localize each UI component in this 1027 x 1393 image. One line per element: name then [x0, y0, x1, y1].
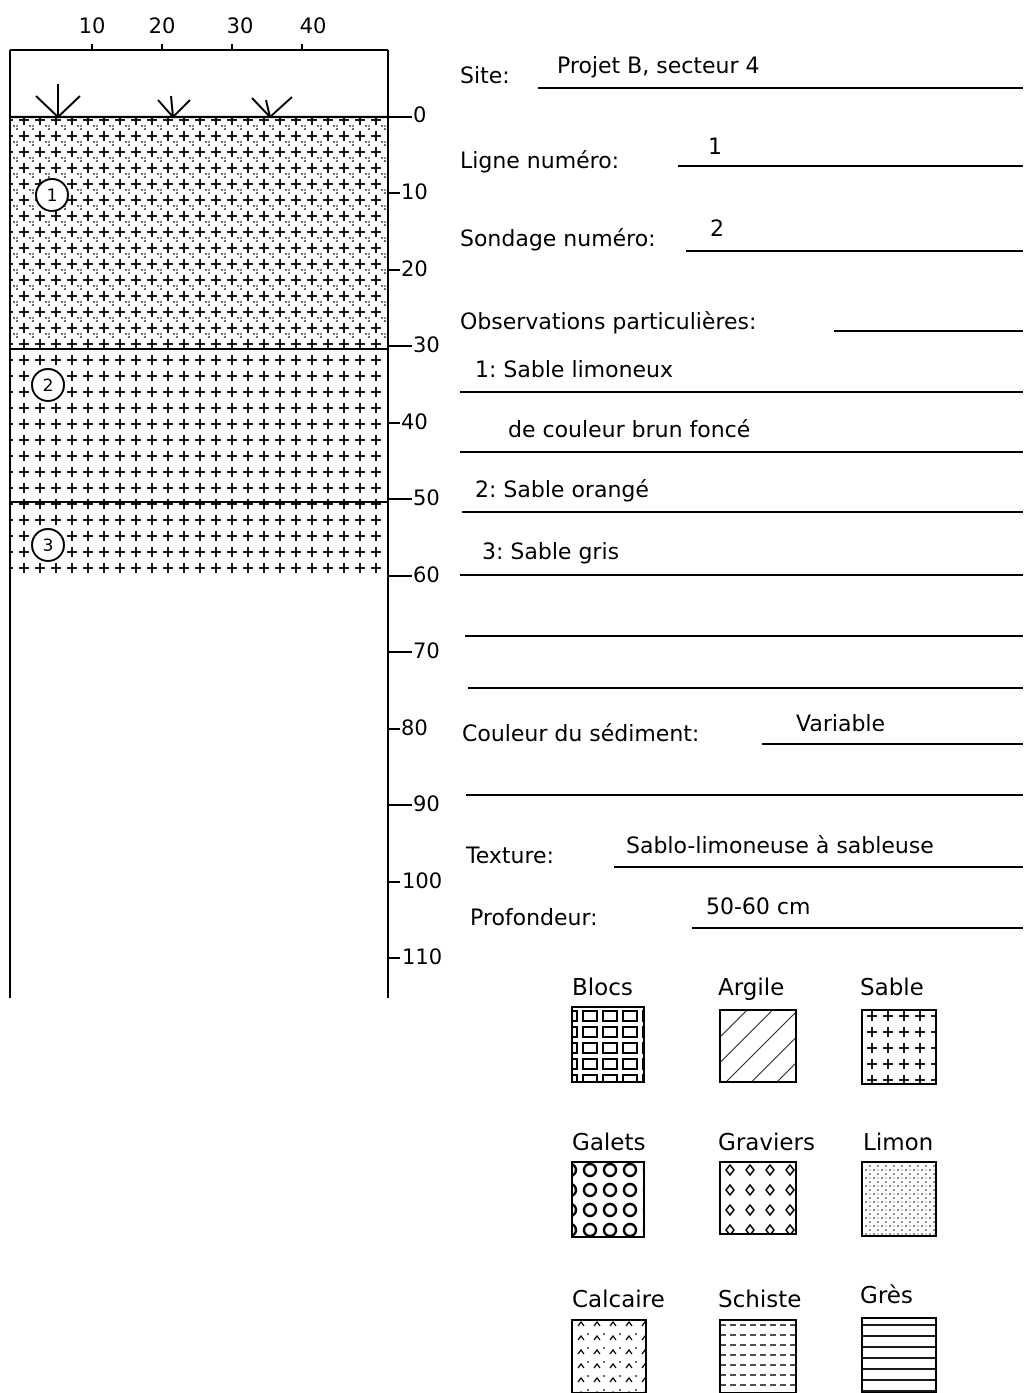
legend-label-schiste: Schiste	[718, 1287, 801, 1313]
texture-value: Sablo-limoneuse à sableuse	[626, 834, 934, 859]
couleur-value: Variable	[796, 712, 885, 737]
site-label: Site:	[460, 64, 510, 89]
ligne-value: 1	[708, 135, 722, 160]
profondeur-value: 50-60 cm	[706, 895, 810, 920]
depth-tick-label: 60	[413, 563, 440, 587]
legend-label-sable: Sable	[860, 975, 924, 1001]
site-value: Projet B, secteur 4	[557, 54, 759, 79]
depth-ticks: 0 10 20 30 40 50 60 70 80 90 100 110	[388, 103, 442, 969]
top-tick-label: 40	[300, 14, 327, 38]
legend-label-gres: Grès	[860, 1283, 913, 1309]
top-scale: 10 20 30 40	[10, 14, 388, 51]
soil-profile: 10 20 30 40 1 2	[9, 14, 442, 998]
top-tick-label: 30	[227, 14, 254, 38]
ligne-label: Ligne numéro:	[460, 149, 619, 174]
top-tick-label: 10	[79, 14, 106, 38]
couleur-label: Couleur du sédiment:	[462, 722, 699, 747]
legend-label-argile: Argile	[718, 975, 784, 1001]
observation-line: 1: Sable limoneux	[475, 358, 673, 383]
legend-swatch-graviers	[719, 1161, 797, 1235]
observation-line: de couleur brun foncé	[508, 418, 750, 443]
legend-label-calcaire: Calcaire	[572, 1287, 665, 1313]
legend-swatch-sable	[861, 1009, 937, 1085]
sondage-label: Sondage numéro:	[460, 227, 656, 252]
depth-tick-label: 80	[401, 716, 428, 740]
texture-label: Texture:	[465, 844, 554, 869]
legend-label-limon: Limon	[863, 1130, 933, 1156]
layer-1-fill	[11, 117, 388, 349]
legend-label-blocs: Blocs	[572, 975, 633, 1001]
pattern-legend: Blocs Argile Sable Galets Graviers Limon…	[571, 975, 937, 1393]
record-form: Site: Projet B, secteur 4 Ligne numéro: …	[460, 54, 1023, 931]
observation-line: 2: Sable orangé	[475, 478, 649, 503]
svg-text:3: 3	[43, 536, 54, 556]
svg-text:1: 1	[47, 186, 58, 206]
vegetation-marks	[35, 84, 293, 119]
observations-label: Observations particulières:	[460, 310, 756, 335]
legend-label-graviers: Graviers	[718, 1130, 815, 1156]
svg-text:2: 2	[43, 376, 54, 396]
depth-tick-label: 10	[401, 180, 428, 204]
depth-tick-label: 90	[413, 792, 440, 816]
sondage-value: 2	[710, 217, 724, 242]
depth-tick-label: 30	[413, 333, 440, 357]
observation-line: 3: Sable gris	[482, 540, 619, 565]
depth-tick-label: 70	[413, 639, 440, 663]
depth-tick-label: 100	[402, 869, 442, 893]
legend-swatch-calcaire	[571, 1319, 647, 1393]
legend-label-galets: Galets	[572, 1130, 645, 1156]
profondeur-label: Profondeur:	[470, 906, 598, 931]
legend-swatch-galets	[571, 1161, 645, 1238]
layer-number-1: 1	[35, 178, 69, 212]
legend-swatch-argile	[719, 1009, 797, 1083]
legend-swatch-limon	[861, 1161, 937, 1237]
layer-3-fill	[11, 502, 388, 578]
depth-tick-label: 20	[401, 257, 428, 281]
legend-swatch-blocs	[571, 1006, 645, 1083]
depth-tick-label: 0	[413, 103, 426, 127]
depth-tick-label: 50	[413, 486, 440, 510]
layer-number-2: 2	[31, 368, 65, 402]
depth-tick-label: 40	[401, 410, 428, 434]
depth-tick-label: 110	[402, 945, 442, 969]
legend-swatch-gres	[861, 1317, 937, 1393]
top-tick-label: 20	[149, 14, 176, 38]
layer-2-fill	[11, 349, 388, 502]
legend-swatch-schiste	[719, 1319, 797, 1393]
layer-number-3: 3	[31, 528, 65, 562]
